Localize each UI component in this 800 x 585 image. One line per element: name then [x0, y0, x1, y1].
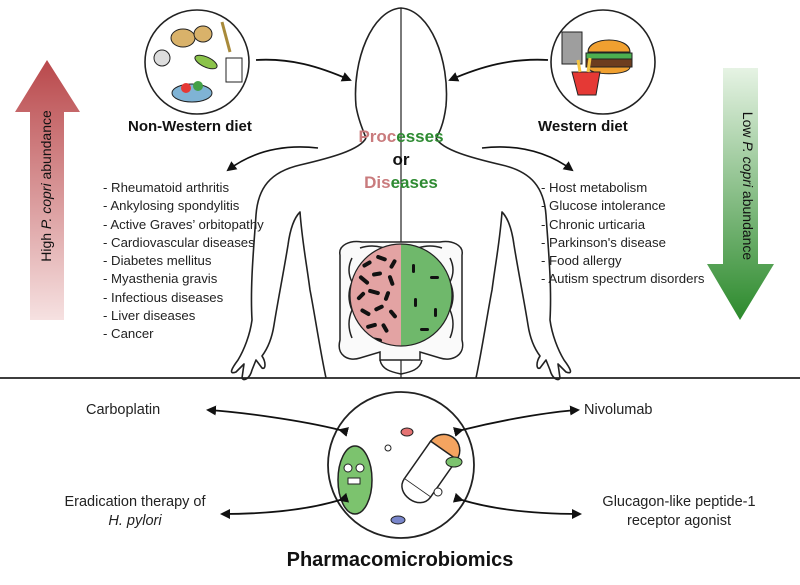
carboplatin-arrow: [206, 405, 349, 437]
or-label: or: [392, 150, 410, 169]
disease-list-item: - Liver diseases: [103, 308, 196, 324]
disease-list-item: - Diabetes mellitus: [103, 253, 212, 269]
disease-list-item: - Food allergy: [541, 253, 622, 269]
disease-list-item: - Myasthenia gravis: [103, 271, 218, 287]
body-to-right-list-arrow: [481, 146, 574, 172]
disease-list-item: - Host metabolism: [541, 180, 648, 195]
low-abundance-disease-list: - Host metabolism - Glucose intolerance - …: [541, 179, 704, 289]
non-western-diet-illustration: [144, 9, 250, 115]
gut-microbiome-circle: [349, 243, 453, 347]
disease-list-item: - Cancer: [103, 326, 154, 342]
pharmacomicrobiomics-illustration: [327, 391, 475, 539]
low-abundance-arrow: [707, 68, 774, 320]
disease-list-item: - Rheumatoid arthritis: [103, 180, 230, 195]
body-outline: [230, 7, 572, 381]
low-abundance-label: Low P. copri abundance: [740, 111, 757, 261]
non-western-diet-label: Non-Western diet: [128, 118, 252, 135]
figure-title: Pharmacomicrobiomics: [286, 549, 514, 571]
glp1-agonist-label: Glucagon-like peptide-1 receptor agonist: [602, 494, 756, 529]
disease-list-item: - Infectious diseases: [103, 289, 224, 305]
disease-list-item: - Parkinson's disease: [541, 234, 666, 250]
glp1-arrow: [452, 492, 582, 519]
high-abundance-arrow: [15, 60, 80, 320]
body-to-left-list-arrow: [226, 146, 319, 172]
nivolumab-label: Nivolumab: [584, 402, 653, 418]
processes-label: Processes: [358, 127, 444, 146]
h-pylori-arrow: [220, 492, 350, 519]
high-abundance-label: High P. copri abundance: [37, 110, 54, 262]
disease-list-item: - Chronic urticaria: [541, 216, 646, 232]
disease-list-item: - Autism spectrum disorders: [541, 271, 705, 287]
western-diet-label: Western diet: [538, 118, 628, 135]
carboplatin-label: Carboplatin: [86, 402, 161, 418]
non-western-to-body-arrow: [255, 58, 352, 82]
western-to-body-arrow: [448, 58, 549, 82]
high-abundance-disease-list: - Rheumatoid arthritis - Ankylosing spond…: [103, 179, 264, 344]
disease-list-item: - Ankylosing spondylitis: [103, 198, 240, 214]
diseases-label: Diseases: [364, 173, 438, 192]
disease-list-item: - Glucose intolerance: [541, 198, 666, 214]
western-diet-illustration: [550, 9, 656, 115]
disease-list-item: - Cardiovascular diseases: [103, 234, 255, 250]
nivolumab-arrow: [453, 405, 580, 437]
h-pylori-therapy-label: Eradication therapy of H. pylori: [64, 494, 206, 529]
disease-list-item: - Active Graves’ orbitopathy: [103, 216, 264, 232]
